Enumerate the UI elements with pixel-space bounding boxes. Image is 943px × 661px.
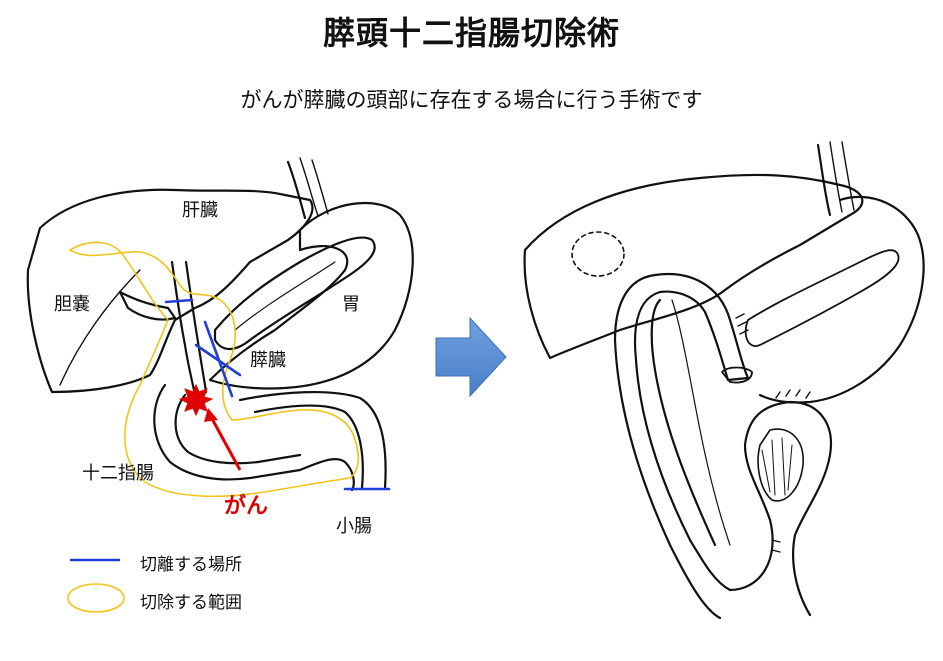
cancer-pointer-head xyxy=(204,408,218,422)
small-intestine-outline xyxy=(238,390,387,490)
jejunum-loop-outline xyxy=(633,273,833,617)
gallbladder-outline xyxy=(118,290,177,321)
lower-loop-inner xyxy=(757,428,804,502)
esophagus-line xyxy=(286,160,307,220)
page-subtitle: がんが膵臓の頭部に存在する場合に行う手術です xyxy=(240,88,703,112)
legend-yellow-outline-icon xyxy=(67,583,125,613)
after-illustration xyxy=(523,141,925,620)
cut-line-pancreas-b xyxy=(194,343,242,377)
before-illustration xyxy=(26,157,414,492)
legend-cut-location: 切離する場所 xyxy=(140,555,242,575)
small-intestine-outline xyxy=(253,404,364,490)
jejunum-loop-outline xyxy=(613,273,722,620)
label-stomach: 胃 xyxy=(342,294,360,315)
lower-loop-texture xyxy=(761,437,793,496)
pancreas-outline xyxy=(213,236,376,351)
legend-resection-range: 切除する範囲 xyxy=(140,593,242,613)
after-liver-outline xyxy=(523,173,864,360)
anastomosis-stitches xyxy=(735,313,811,553)
liver-inner xyxy=(59,269,141,386)
liver-outline xyxy=(26,188,314,394)
label-pancreas: 膵臓 xyxy=(250,350,286,371)
esophagus-line xyxy=(311,159,329,215)
after-esophagus-line xyxy=(841,141,855,211)
after-gallbladder-remnant xyxy=(571,231,625,277)
resection-range-outline xyxy=(68,241,360,498)
bile-duct xyxy=(170,260,197,397)
right-arrow-icon xyxy=(435,316,507,398)
page-title: 膵頭十二指腸切除術 xyxy=(322,14,620,52)
cut-lines xyxy=(164,298,391,491)
label-duodenum: 十二指腸 xyxy=(82,463,154,484)
label-small-intestine: 小腸 xyxy=(336,516,372,537)
esophagus-line xyxy=(299,157,319,217)
pancreas-texture xyxy=(234,261,336,331)
pancreatic-anastomosis-knob xyxy=(721,366,753,384)
bile-duct xyxy=(184,260,208,394)
stomach-outline xyxy=(208,201,414,390)
jejunum-loop-inner xyxy=(650,298,717,547)
after-esophagus-line xyxy=(829,141,843,213)
cancer-pointer-line xyxy=(208,414,242,471)
duodenum-outline xyxy=(153,383,355,492)
jejunum-loop-inner xyxy=(671,299,731,546)
label-liver: 肝臓 xyxy=(182,200,218,221)
cut-line-bile-duct xyxy=(164,298,194,304)
after-esophagus-line xyxy=(816,143,832,217)
after-pancreas-outline xyxy=(744,249,900,347)
label-gallbladder: 胆嚢 xyxy=(54,294,90,315)
duodenum-inner xyxy=(174,393,302,465)
label-cancer: がん xyxy=(224,494,269,519)
cancer-tumor-marker xyxy=(178,383,214,417)
